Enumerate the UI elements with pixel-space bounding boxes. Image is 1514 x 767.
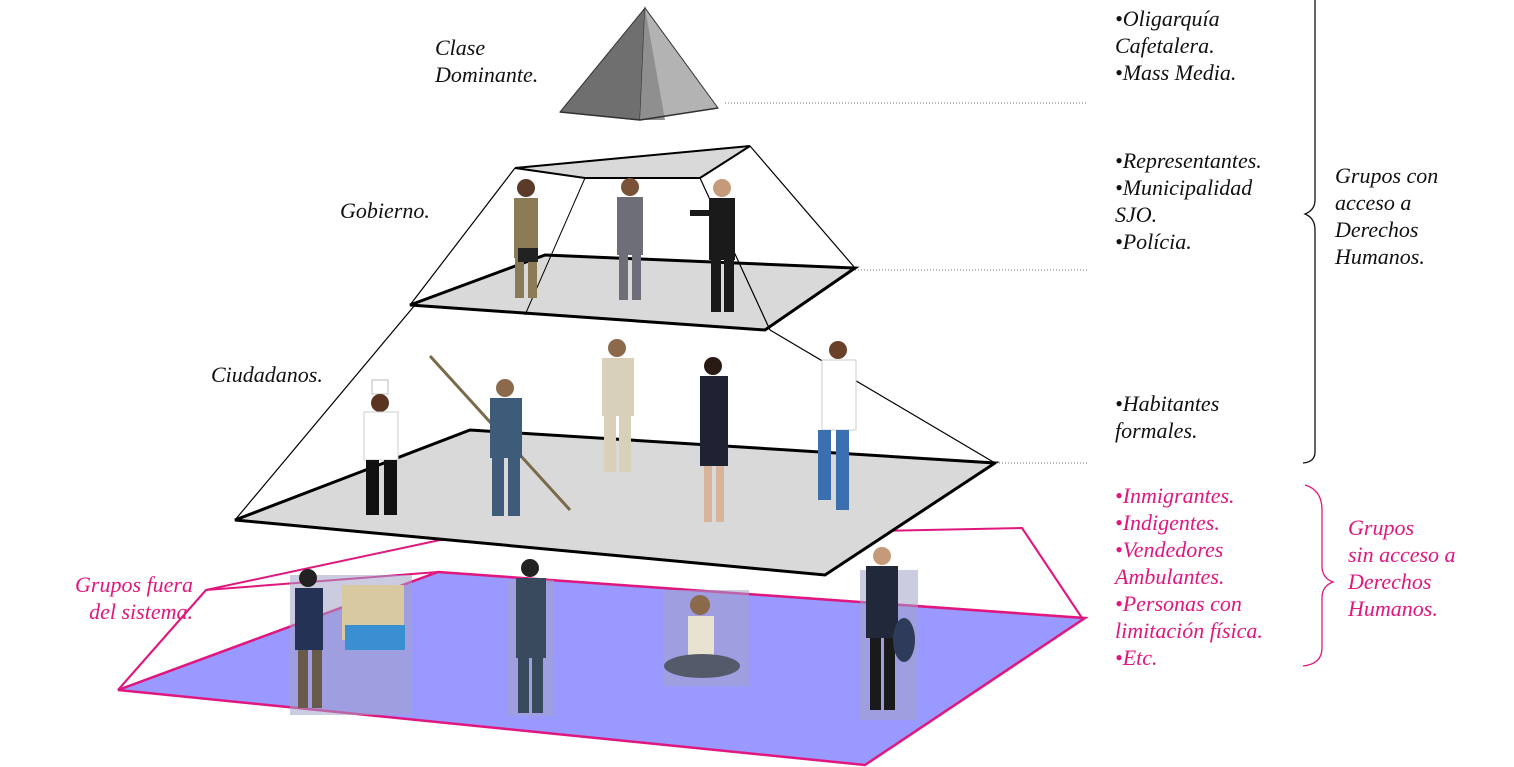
person-figure: [428, 354, 572, 516]
person-figure: [663, 590, 749, 686]
with-access-group-label: Grupos con acceso a Derechos Humanos.: [1335, 163, 1439, 269]
person-figure: [602, 339, 634, 472]
person-figure: [363, 379, 399, 515]
person-figure: [514, 179, 538, 298]
apex-pyramid: [559, 6, 719, 121]
person-figure: [818, 341, 857, 510]
without-access-group-label: Grupos sin acceso a Derechos Humanos.: [1348, 515, 1456, 621]
brace-without-access: [1302, 484, 1335, 667]
person-figure: [290, 569, 412, 715]
person-figure: [617, 178, 643, 300]
outside-items-list: •Inmigrantes. •Indigentes. •Vendedores A…: [1115, 483, 1263, 670]
person-figure: [690, 179, 735, 312]
government-people: [514, 178, 735, 312]
government-items-list: •Representantes. •Municipalidad SJO. •Po…: [1115, 148, 1262, 254]
dominant-class-label: Clase Dominante.: [435, 35, 539, 87]
citizens-label: Ciudadanos.: [211, 362, 323, 387]
outside-system-label: Grupos fuera del sistema.: [75, 572, 193, 624]
brace-with-access: [1302, 0, 1316, 464]
person-figure: [860, 547, 918, 720]
person-figure: [700, 357, 728, 522]
government-label: Gobierno.: [340, 198, 430, 223]
dominant-items-list: •Oligarquía Cafetalera. •Mass Media.: [1115, 6, 1237, 85]
citizens-items-list: •Habitantes formales.: [1115, 391, 1220, 443]
citizen-people: [363, 339, 857, 522]
outside-system-level: [117, 526, 1089, 767]
person-figure: [508, 559, 554, 716]
outside-people: [290, 547, 918, 720]
leader-lines: [725, 102, 1088, 464]
